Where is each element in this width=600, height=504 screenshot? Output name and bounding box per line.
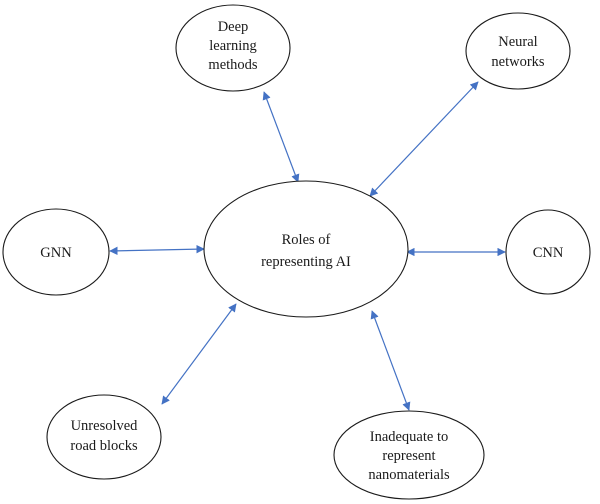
node-inadequate: Inadequate to represent nanomaterials	[333, 410, 485, 500]
node-center-line-1: Roles of	[282, 232, 331, 248]
node-deep-learning-line-3: methods	[208, 57, 257, 73]
node-center-line-2: representing AI	[261, 254, 351, 270]
node-unresolved-line-2: road blocks	[70, 438, 138, 454]
node-gnn: GNN	[2, 208, 110, 296]
node-deep-learning-line-1: Deep	[218, 19, 249, 35]
node-gnn-line-1: GNN	[40, 245, 72, 261]
node-neural-networks-line-1: Neural	[498, 34, 537, 50]
node-unresolved: Unresolved road blocks	[46, 394, 162, 480]
node-center: Roles of representing AI	[203, 180, 409, 318]
node-neural-networks-line-2: networks	[491, 54, 545, 70]
node-inadequate-line-1: Inadequate to	[370, 429, 449, 445]
edge-center-neural-networks	[369, 81, 479, 197]
node-cnn: CNN	[505, 209, 591, 295]
edge-center-deep-learning	[262, 91, 300, 183]
node-inadequate-line-2: represent	[382, 448, 435, 464]
edge-center-unresolved	[161, 303, 237, 405]
node-inadequate-line-3: nanomaterials	[368, 467, 450, 483]
node-cnn-line-1: CNN	[533, 245, 564, 261]
node-deep-learning-line-2: learning	[209, 38, 257, 54]
node-unresolved-line-1: Unresolved	[71, 418, 139, 434]
node-neural-networks: Neural networks	[465, 12, 571, 90]
edge-center-gnn	[109, 244, 205, 256]
edge-center-inadequate	[370, 310, 411, 411]
node-deep-learning: Deep learning methods	[175, 4, 291, 92]
